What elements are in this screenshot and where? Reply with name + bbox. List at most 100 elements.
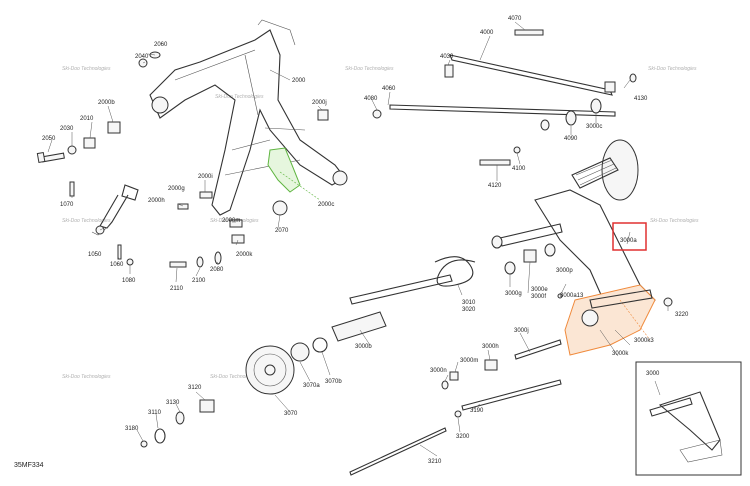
bushing-3000m bbox=[449, 371, 459, 381]
lower-cross-rod bbox=[389, 104, 616, 117]
shaft-3190 bbox=[461, 379, 562, 411]
label-3210: 3210 bbox=[428, 459, 442, 465]
upper-cross-rod bbox=[449, 54, 613, 96]
label-2080: 2080 bbox=[210, 267, 224, 273]
label-2030: 2030 bbox=[60, 126, 74, 132]
label-4030: 4030 bbox=[440, 54, 454, 60]
washer-3200 bbox=[454, 410, 462, 418]
label-1050: 1050 bbox=[88, 252, 102, 258]
bushing-2000j bbox=[317, 109, 329, 121]
leader-lines bbox=[47, 21, 669, 457]
torsion-spring-leg bbox=[349, 274, 453, 305]
rear-arm-axle-end bbox=[491, 235, 503, 249]
label-1080: 1080 bbox=[122, 278, 136, 284]
label-4130: 4130 bbox=[634, 96, 648, 102]
part-labels: 2060 2040 2000 2000j 2000b 2010 2030 205… bbox=[42, 16, 689, 465]
ring-3110 bbox=[154, 428, 166, 444]
label-4000: 4000 bbox=[480, 30, 494, 36]
label-3000a13: 3000a13 bbox=[560, 293, 584, 299]
washer-2100 bbox=[196, 256, 204, 268]
watermark: Ski-Doo Technologies bbox=[648, 66, 697, 72]
front-arm-lower-bushing bbox=[332, 170, 348, 186]
bolt-2110 bbox=[169, 261, 187, 268]
label-3020: 3020 bbox=[462, 307, 476, 313]
label-2000: 2000 bbox=[292, 78, 306, 84]
front-arm-top-bracket bbox=[257, 19, 296, 46]
label-3070b: 3070b bbox=[325, 379, 342, 385]
label-3000k3: 3000k3 bbox=[634, 338, 654, 344]
watermark: Ski-Doo Technologies bbox=[650, 218, 699, 224]
label-4090: 4090 bbox=[564, 136, 578, 142]
label-2070: 2070 bbox=[275, 228, 289, 234]
front-arm-pivot-bushing bbox=[151, 96, 169, 114]
bushing-2000k bbox=[231, 234, 245, 244]
watermark: Ski-Doo Technologies bbox=[62, 218, 111, 224]
diagram-reference-id: 35MF334 bbox=[14, 462, 44, 469]
rear-shock-spring bbox=[575, 159, 617, 186]
bushing-2010 bbox=[83, 137, 96, 149]
label-2000j: 2000j bbox=[312, 100, 327, 106]
watermark: Ski-Doo Technologies bbox=[62, 66, 111, 72]
label-3130: 3130 bbox=[166, 400, 180, 406]
front-shock-assembly bbox=[69, 181, 139, 266]
shock-top-eye bbox=[121, 184, 139, 201]
label-3000b: 3000b bbox=[355, 344, 372, 350]
cross-shaft-assembly bbox=[372, 29, 637, 166]
label-3190: 3190 bbox=[470, 408, 484, 414]
end-cap-4000 bbox=[604, 81, 616, 93]
label-3000e: 3000e bbox=[531, 287, 548, 293]
bushing-2070 bbox=[272, 200, 288, 216]
nut-4080 bbox=[372, 109, 382, 119]
detail-arm-body bbox=[658, 391, 721, 451]
wheel-3070-rim bbox=[253, 353, 287, 387]
label-3110: 3110 bbox=[148, 410, 162, 416]
watermark: Ski-Doo Technologies bbox=[210, 374, 259, 380]
watermark: Ski-Doo Technologies bbox=[345, 66, 394, 72]
label-3070a: 3070a bbox=[303, 383, 320, 389]
washer-2030 bbox=[67, 145, 77, 155]
highlight-box-3000a bbox=[612, 222, 647, 251]
nut-3220 bbox=[663, 297, 673, 307]
orange-bracket-leader bbox=[619, 299, 651, 341]
label-2110: 2110 bbox=[170, 286, 184, 292]
green-bracket-leader bbox=[279, 171, 321, 201]
label-3000g: 3000g bbox=[505, 291, 522, 297]
detail-inset-3000 bbox=[635, 361, 742, 476]
label-3000k: 3000k bbox=[612, 351, 629, 357]
bushing-2000h bbox=[177, 203, 189, 210]
washer-3000n bbox=[441, 380, 449, 390]
label-3000: 3000 bbox=[646, 371, 660, 377]
label-2000c: 2000c bbox=[318, 202, 334, 208]
nut-3180 bbox=[140, 440, 148, 448]
rear-arm-assembly bbox=[140, 139, 673, 476]
rear-shock-reservoir bbox=[601, 139, 639, 201]
bearing-3070a bbox=[290, 342, 310, 362]
label-1060: 1060 bbox=[110, 262, 124, 268]
washer-2080 bbox=[214, 251, 222, 265]
label-3200: 3200 bbox=[456, 434, 470, 440]
label-4060: 4060 bbox=[382, 86, 396, 92]
front-arm-assembly bbox=[36, 19, 348, 268]
bolt-1070 bbox=[69, 181, 75, 197]
label-2060: 2060 bbox=[154, 42, 168, 48]
bolt-2050 bbox=[36, 151, 65, 164]
label-2100: 2100 bbox=[192, 278, 206, 284]
label-3070: 3070 bbox=[284, 411, 298, 417]
label-4070: 4070 bbox=[508, 16, 522, 22]
label-4080: 4080 bbox=[364, 96, 378, 102]
shock-rod bbox=[91, 224, 111, 236]
label-3000f: 3000f bbox=[531, 294, 546, 300]
label-3180: 3180 bbox=[125, 426, 139, 432]
label-3010: 3010 bbox=[462, 300, 476, 306]
label-3000h: 3000h bbox=[482, 344, 499, 350]
detail-inset-frame bbox=[635, 361, 742, 476]
front-arm-detail-lines bbox=[174, 49, 306, 176]
spacer-4030 bbox=[444, 64, 454, 78]
label-2000b: 2000b bbox=[98, 100, 115, 106]
bushing-3000c bbox=[590, 98, 602, 114]
bushing-3000h bbox=[484, 359, 498, 371]
lower-bushing-3000k bbox=[581, 309, 599, 327]
bushing-3000c-mid bbox=[544, 243, 556, 257]
label-2000g: 2000g bbox=[168, 186, 185, 192]
label-3000a: 3000a bbox=[620, 238, 637, 244]
